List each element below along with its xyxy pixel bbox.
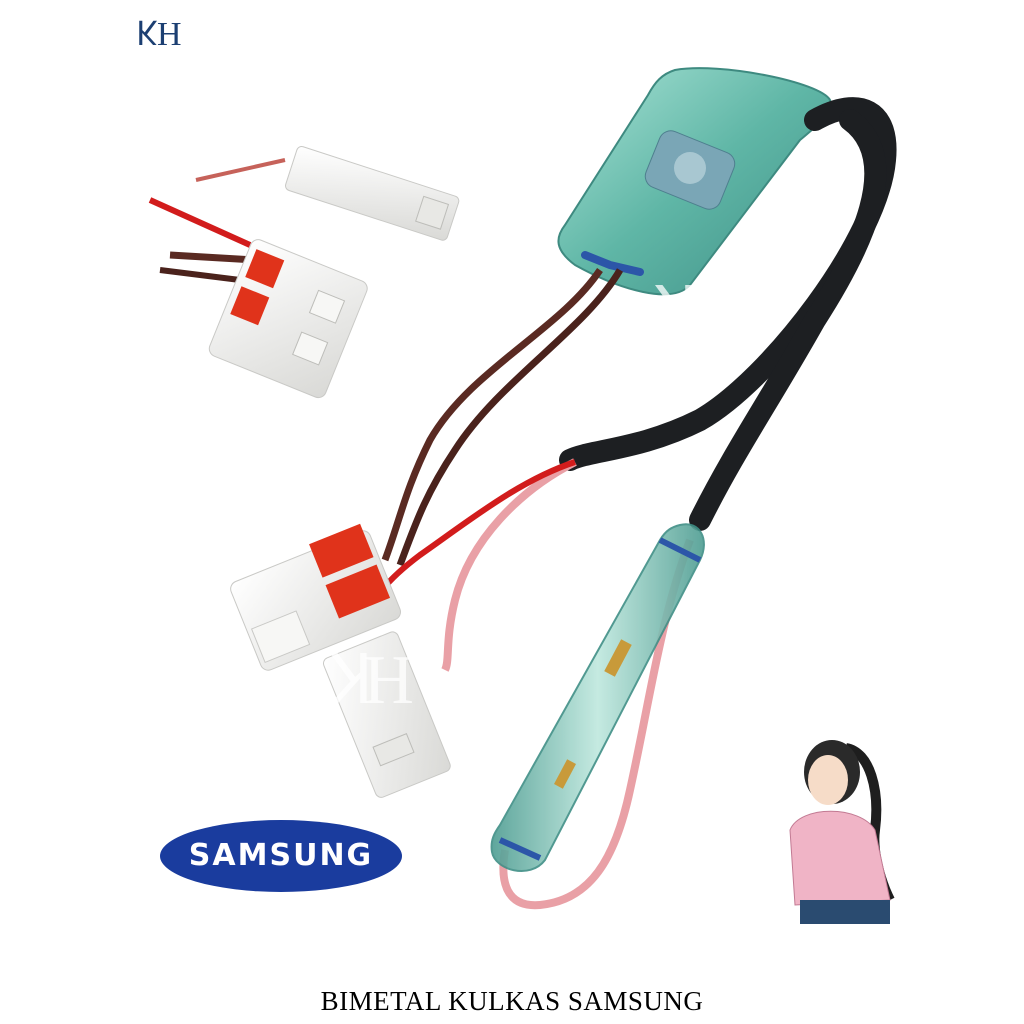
- watermark-glyph-left-2: Ʞ: [330, 642, 373, 719]
- black-cable-lower: [689, 109, 887, 531]
- mascot-face: [808, 755, 848, 805]
- watermark-glyph-left: Ʞ: [655, 274, 698, 351]
- inset-dual-connector: [208, 239, 368, 399]
- fuse-seal-bottom: [498, 837, 542, 861]
- inset-single-connector: [285, 146, 460, 241]
- fuse-element-2: [554, 759, 576, 789]
- brown-wire-1: [381, 268, 603, 562]
- samsung-logo-text: SAMSUNG: [188, 838, 374, 873]
- pink-wire-to-connector: [441, 458, 577, 672]
- inset-red-wire: [148, 197, 252, 248]
- product-caption: BIMETAL KULKAS SAMSUNG: [320, 986, 704, 1016]
- red-wire: [379, 459, 576, 592]
- inset-brown-wire: [169, 251, 256, 264]
- samsung-logo-oval: [160, 820, 402, 892]
- fuse-element: [604, 639, 632, 677]
- inset-wire-thin: [195, 158, 286, 182]
- samsung-logo: SAMSUNG: [160, 820, 402, 892]
- mascot-illustration: [789, 740, 895, 924]
- mascot-skirt: [800, 900, 890, 924]
- brown-wire-2: [396, 268, 624, 567]
- watermark-brand: ꞰH: [655, 260, 739, 356]
- main-single-connector: [323, 631, 451, 798]
- thermostat-blue-seal: [581, 251, 644, 276]
- thermostat-body: [557, 67, 832, 296]
- glass-fuse: [490, 523, 705, 872]
- brand-logo: ꞰH: [142, 10, 222, 60]
- fuse-seal-top: [658, 537, 702, 563]
- mascot-hoodie: [789, 810, 891, 906]
- main-dual-connector: [230, 523, 401, 671]
- inset-brown-wire-2: [159, 267, 241, 283]
- thermostat-disc-center: [674, 152, 706, 184]
- watermark-brand-2: ꞰH: [330, 628, 414, 724]
- pink-wire-loop: [499, 538, 694, 910]
- watermark-glyph-right-2: H: [363, 642, 413, 719]
- inset-connectors: [148, 146, 460, 399]
- watermark-glyph-right: H: [688, 274, 738, 351]
